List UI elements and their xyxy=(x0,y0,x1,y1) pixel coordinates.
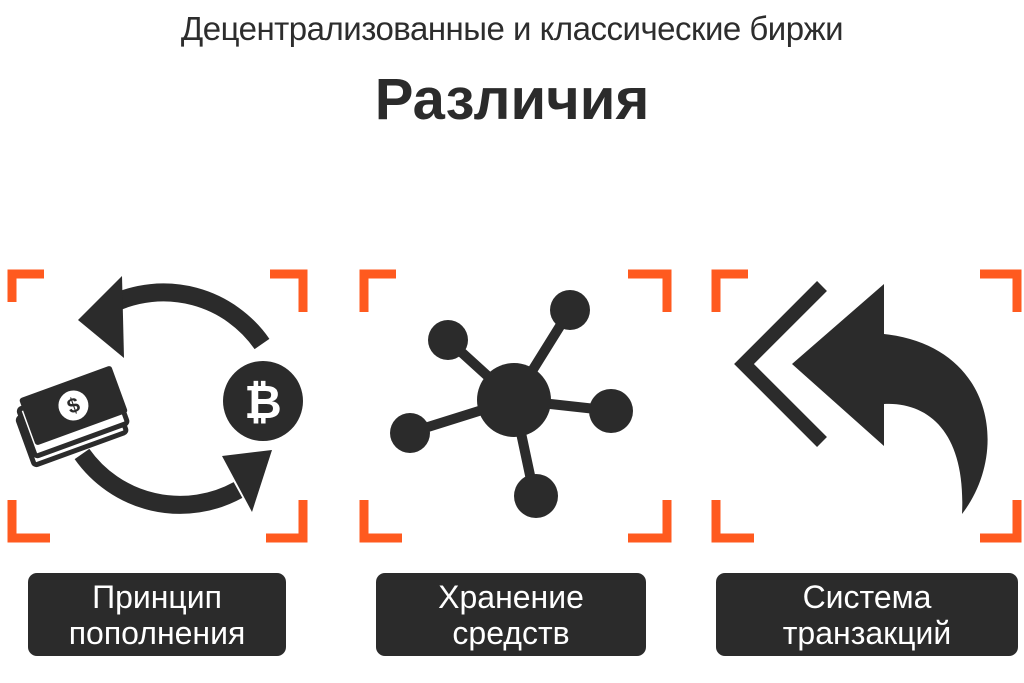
card-deposit: $ ₿ xyxy=(0,262,320,547)
page-title: Различия xyxy=(374,67,650,132)
reply-all-icon xyxy=(711,269,1022,543)
label-line: средств xyxy=(452,614,570,651)
subtitle: Децентрализованные и классические биржи xyxy=(180,10,844,47)
frame-corners xyxy=(359,269,672,543)
label-line: пополнения xyxy=(68,614,246,651)
frame-corners xyxy=(711,269,1022,543)
label-transactions: Система транзакций xyxy=(716,573,1018,656)
label-line: Хранение xyxy=(438,578,584,615)
money-bitcoin-exchange-icon: $ ₿ xyxy=(7,269,308,543)
label-storage: Хранение средств xyxy=(376,573,646,656)
label-line: транзакций xyxy=(782,614,952,651)
label-line: Принцип xyxy=(92,578,222,615)
label-line: Система xyxy=(802,578,932,615)
card-storage xyxy=(352,262,672,547)
network-hub-icon xyxy=(359,269,672,543)
svg-text:₿: ₿ xyxy=(244,376,282,428)
frame-corners xyxy=(7,269,308,543)
card-transactions xyxy=(704,262,1024,547)
label-deposit: Принцип пополнения xyxy=(28,573,286,656)
